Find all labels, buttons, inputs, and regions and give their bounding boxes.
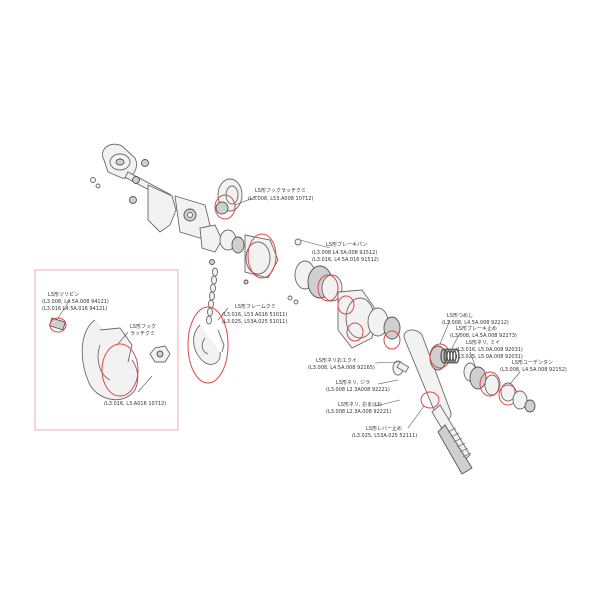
callout-codes: (L3.016, L3.A016 10712) (104, 401, 166, 407)
callout-codes: (L3.008, L4.5A.008 92165) (308, 365, 375, 371)
callout-name: LS形ユーデンタン (512, 359, 553, 366)
callout-name: LS形ネリ, おまはね (338, 401, 382, 408)
callout-name: LS形フックラッチクミ (255, 187, 306, 194)
callout-cover: LS形ネリ, おまはね (L3.008 L2.3A.008 92221) (326, 401, 391, 415)
callout-codes: (L3.008 L2.3A008 92221) (326, 387, 390, 393)
callout-codes: (L3.025, L53A.025 52111) (352, 433, 417, 439)
callout-hook-pin: LS形ツリピン (L3.008, L4.5A.008 94121) (L3.01… (42, 291, 109, 312)
callout-name: LS形つめし (447, 312, 473, 319)
callout-frame-assy: LS形フレームクミ (L3.016, L53.A016 51011) (L3.0… (222, 303, 287, 325)
top-sprocket-wheel (214, 178, 243, 220)
load-chain (187, 267, 229, 384)
callout-codes-line2: (L3.016 L4.5A.016 94121) (42, 306, 107, 312)
callout-name: LS形ブレーキ止め (456, 325, 497, 332)
callout-codes-line1: (L3.008, L4.5A.008 94121) (42, 299, 109, 305)
callout-codes-line1: (L3.016, L53.A016 51011) (222, 312, 287, 318)
callout-codes: (L3.008, L4.5A.008 92152) (500, 367, 567, 373)
callout-codes: (L3.008, L53.A008 10712) (248, 196, 313, 202)
hook-detail-inset-frame (34, 269, 179, 431)
ring-gear (392, 360, 410, 376)
callout-codes-line1: (L3.016, L5.0A.008 92031) (456, 347, 523, 353)
callout-ring-gear: LS形ネリおエクイ (L3.008, L4.5A.008 92165) (308, 357, 375, 371)
frame-assembly (199, 224, 279, 285)
callout-codes: (L3.008, L4.5A.008 92273) (450, 333, 517, 339)
callout-hook-latch-top: LS形フックラッチクミ (L3.008, L53.A008 10712) (248, 187, 313, 202)
hoist-housing (90, 143, 211, 239)
callout-codes-line2: (L3.025, L53A.025 51011) (222, 319, 287, 325)
callout-name: LS形ネリ, ジラ (336, 379, 370, 386)
callout-codes-line2: (L3.025, L5.0A.008 92031) (456, 354, 523, 360)
gearbox-housing (337, 289, 401, 350)
callout-name: LS形ネリおエクイ (316, 357, 357, 364)
callout-hook-latch: LS形フック ラッチクミ (L3.016, L3.A016 10712) (104, 323, 166, 407)
callout-codes-line2: (L3.016, L4.5A.016 91512) (312, 257, 379, 263)
callout-codes-line1: (L3.008 L4.5A.008 91512) (312, 250, 377, 256)
callout-pawl: LS形ブレーキ止め (L3.008, L4.5A.008 92273) (450, 325, 517, 339)
callout-name: LS形ネリ, ミイ (466, 339, 500, 346)
callout-brake-pawl: LS形ブレーキパン (L3.008 L4.5A.008 91512) (L3.0… (312, 241, 379, 263)
callout-codes: (L3.008 L2.3A.008 92221) (326, 409, 391, 415)
callout-name: LS形ブレーキパン (326, 241, 367, 248)
lever-handle (403, 329, 473, 475)
callout-name-line2: ラッチクミ (130, 331, 155, 337)
callout-nut: LS形ユーデンタン (L3.008, L4.5A.008 92152) (500, 359, 567, 373)
brake-disc-stack (287, 260, 343, 305)
callout-name: LS形フレームクミ (235, 303, 276, 310)
callout-spring: LS形ネリ, ミイ (L3.016, L5.0A.008 92031) (L3.… (456, 339, 523, 360)
right-side-parts (429, 343, 536, 413)
hook-detail (48, 317, 171, 400)
callout-codes: (L3.008, L4.5A.008 92212) (442, 320, 509, 326)
callout-name: LS形レバー止め (366, 425, 402, 432)
callout-name-line1: LS形フック (130, 323, 156, 330)
callout-slide-pawl: LS形ネリ, ジラ (L3.008 L2.3A008 92221) (326, 379, 390, 393)
callout-clutch: LS形つめし (L3.008, L4.5A.008 92212) (442, 312, 509, 326)
callout-lever-stop: LS形レバー止め (L3.025, L53A.025 52111) (352, 425, 417, 439)
callout-name: LS形ツリピン (48, 291, 79, 298)
